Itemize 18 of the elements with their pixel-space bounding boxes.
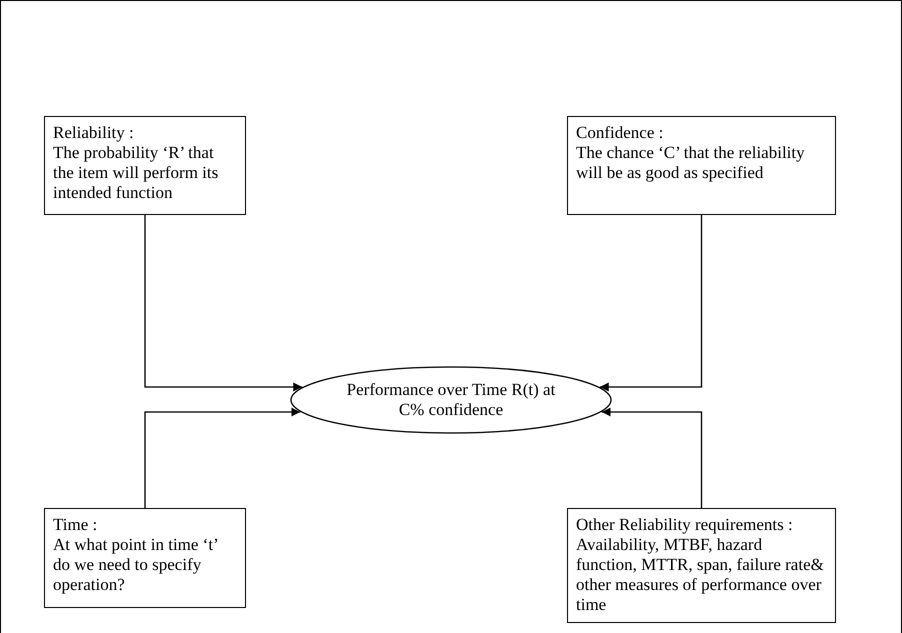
text-box (567, 116, 836, 215)
arrow (600, 215, 702, 392)
arrow (144, 215, 302, 392)
text-box (44, 116, 246, 215)
arrow (144, 408, 300, 508)
box-description: The probability ‘R’ that the item will perform its intended function (53, 143, 220, 203)
box-heading: Time : (53, 515, 98, 535)
box-description: Availability, MTBF, hazard function, MTTR, span, failure rate& other measures of performance over time (576, 535, 825, 615)
arrow (602, 408, 702, 508)
box-description: The chance ‘C’ that the reliability will be as good as specified (576, 143, 806, 183)
box-description: At what point in time ‘t’ do we need to specify operation? (53, 535, 218, 595)
text-box (44, 508, 246, 608)
box-heading: Reliability : (53, 123, 135, 143)
ellipse-node (290, 366, 612, 434)
box-heading: Confidence : (576, 123, 664, 143)
text-box (567, 508, 836, 623)
node-label: Performance over Time R(t) at C% confidence (346, 380, 556, 420)
box-heading: Other Reliability requirements : (576, 515, 794, 535)
